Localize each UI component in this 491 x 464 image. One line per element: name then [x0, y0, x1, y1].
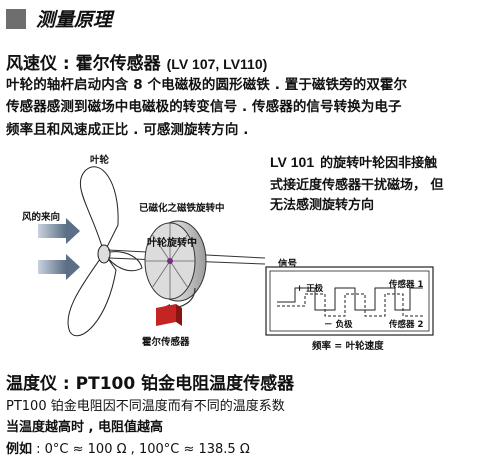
label-sensor-1: 传感器 1: [389, 280, 424, 290]
label-frequency: 频率 = 叶轮速度: [312, 341, 384, 352]
label-fan: 叶轮: [90, 155, 110, 166]
label-sensor-2: 传感器 2: [389, 320, 424, 330]
wind-models: (LV 107, LV110): [166, 56, 268, 72]
signal-wave-2: [277, 293, 423, 317]
section-title: 测量原理: [36, 9, 113, 31]
temperature-example: 例如 : 0°C ≈ 100 Ω , 100°C ≈ 138.5 Ω: [6, 438, 250, 457]
temperature-line-2: 当温度越高时 , 电阻值越高: [6, 420, 163, 435]
label-signal: 信号: [278, 259, 298, 270]
wind-heading-text: 风速仪 : 霍尔传感器: [6, 54, 161, 74]
temperature-line-1: PT100 铂金电阻因不同温度而有不同的温度系数: [6, 399, 285, 414]
label-positive: + 正极: [296, 284, 324, 294]
fan-hub: [97, 244, 111, 264]
magnet-wheel: [144, 220, 207, 302]
label-rotating: 叶轮旋转中: [147, 238, 197, 249]
hall-sensor-block: [156, 304, 182, 326]
fan-diagram: [38, 166, 266, 337]
wind-arrow-lower: [38, 254, 80, 280]
lv101-line-3: 无法感测旋转方向: [270, 198, 375, 213]
temperature-heading: 温度仪 : PT100 铂金电阻温度传感器: [6, 374, 295, 394]
signal-diagram: [265, 266, 434, 336]
label-magnet: 已磁化之磁铁旋转中: [139, 203, 225, 214]
lv101-line-1-text: 的旋转叶轮因非接触: [320, 156, 438, 171]
wind-desc-line-1: 叶轮的轴杆启动内含 8 个电磁极的圆形磁铁 . 置于磁铁旁的双霍尔: [6, 77, 408, 93]
example-values: : 0°C ≈ 100 Ω , 100°C ≈ 138.5 Ω: [32, 442, 250, 457]
lv101-model: LV 101: [270, 154, 315, 170]
lv101-line-2: 式接近度传感器干扰磁场， 但: [270, 178, 444, 193]
label-hall-sensor: 霍尔传感器: [142, 337, 190, 348]
lv101-line-1: LV 101 的旋转叶轮因非接触: [270, 152, 437, 171]
fan-blades: [67, 166, 143, 337]
example-label: 例如: [6, 442, 33, 457]
label-negative: － 负极: [324, 320, 353, 330]
wind-heading: 风速仪 : 霍尔传感器 (LV 107, LV110): [6, 49, 267, 74]
section-marker: [6, 9, 26, 29]
wind-desc-line-3: 频率且和风速成正比 . 可感测旋转方向 .: [6, 122, 249, 138]
wind-desc-line-2: 传感器感测到磁场中电磁极的转变信号 . 传感器的信号转换为电子: [6, 99, 402, 115]
wind-arrow-upper: [38, 218, 80, 244]
label-wind-direction: 风的来向: [22, 212, 61, 223]
